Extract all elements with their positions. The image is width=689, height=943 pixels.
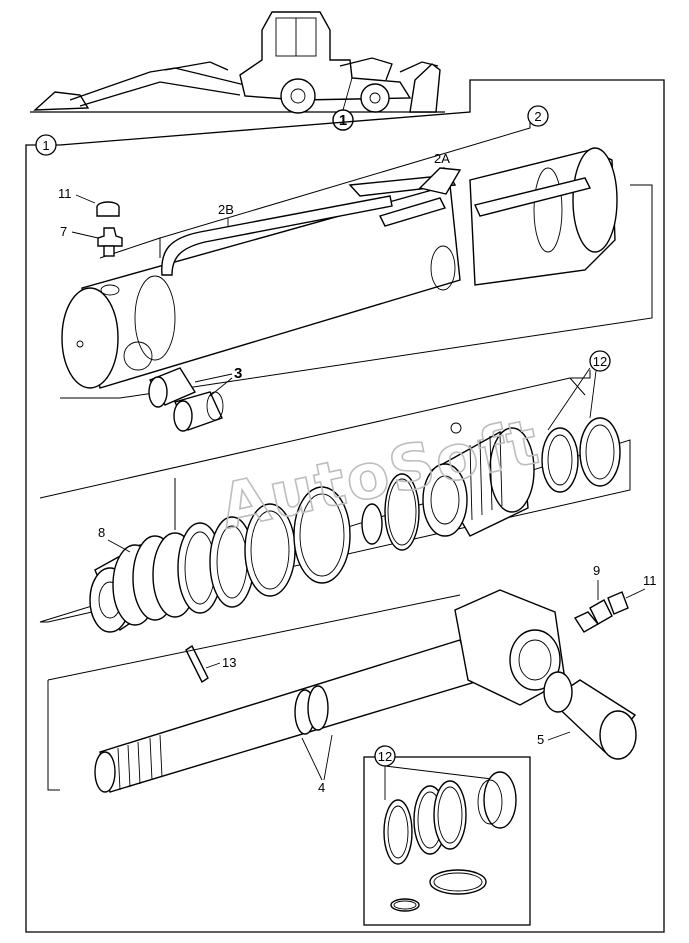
seal-rings <box>177 473 420 614</box>
hydraulic-pipe-2a <box>348 167 592 227</box>
label-2b: 2B <box>218 202 234 217</box>
grease-nipple-9 <box>573 599 613 633</box>
label-13: 13 <box>222 655 236 670</box>
label-2a: 2A <box>434 151 450 166</box>
svg-text:12: 12 <box>378 749 392 764</box>
cap-11-top <box>96 201 120 217</box>
svg-text:2: 2 <box>534 109 541 124</box>
label-11-top: 11 <box>58 186 72 201</box>
bushes-3 <box>148 367 224 432</box>
piston-rod-4 <box>94 639 476 793</box>
callout-frame-1: 1 <box>35 134 57 156</box>
cap-11-right <box>607 591 629 615</box>
roll-pin-13 <box>185 644 209 684</box>
hydraulic-pipe-2b <box>161 195 393 276</box>
gland-nut <box>422 422 535 537</box>
bush-5 <box>543 671 637 760</box>
label-4: 4 <box>318 780 325 795</box>
label-9: 9 <box>593 563 600 578</box>
callout-machine-1: 1 <box>332 109 354 131</box>
label-8: 8 <box>98 525 105 540</box>
label-3: 3 <box>234 365 242 382</box>
grease-nipple-7 <box>97 227 123 257</box>
seal-kit-rings <box>383 771 517 912</box>
label-11-right: 11 <box>643 573 657 588</box>
svg-text:1: 1 <box>339 112 347 129</box>
wiper-rings-12 <box>541 417 621 493</box>
group-4-outline <box>47 594 461 791</box>
callout-2: 2 <box>527 105 549 127</box>
callout-12-box: 12 <box>374 745 396 767</box>
seal-kit-box <box>363 756 531 926</box>
rod-eye <box>454 589 566 706</box>
label-7: 7 <box>60 224 67 239</box>
svg-text:1: 1 <box>42 138 49 153</box>
backhoe-loader-illustration <box>30 11 445 114</box>
callout-12-top: 12 <box>589 350 611 372</box>
label-5: 5 <box>537 732 544 747</box>
svg-text:12: 12 <box>593 354 607 369</box>
cylinder-barrel <box>61 184 461 389</box>
diagram-frame <box>25 79 665 933</box>
